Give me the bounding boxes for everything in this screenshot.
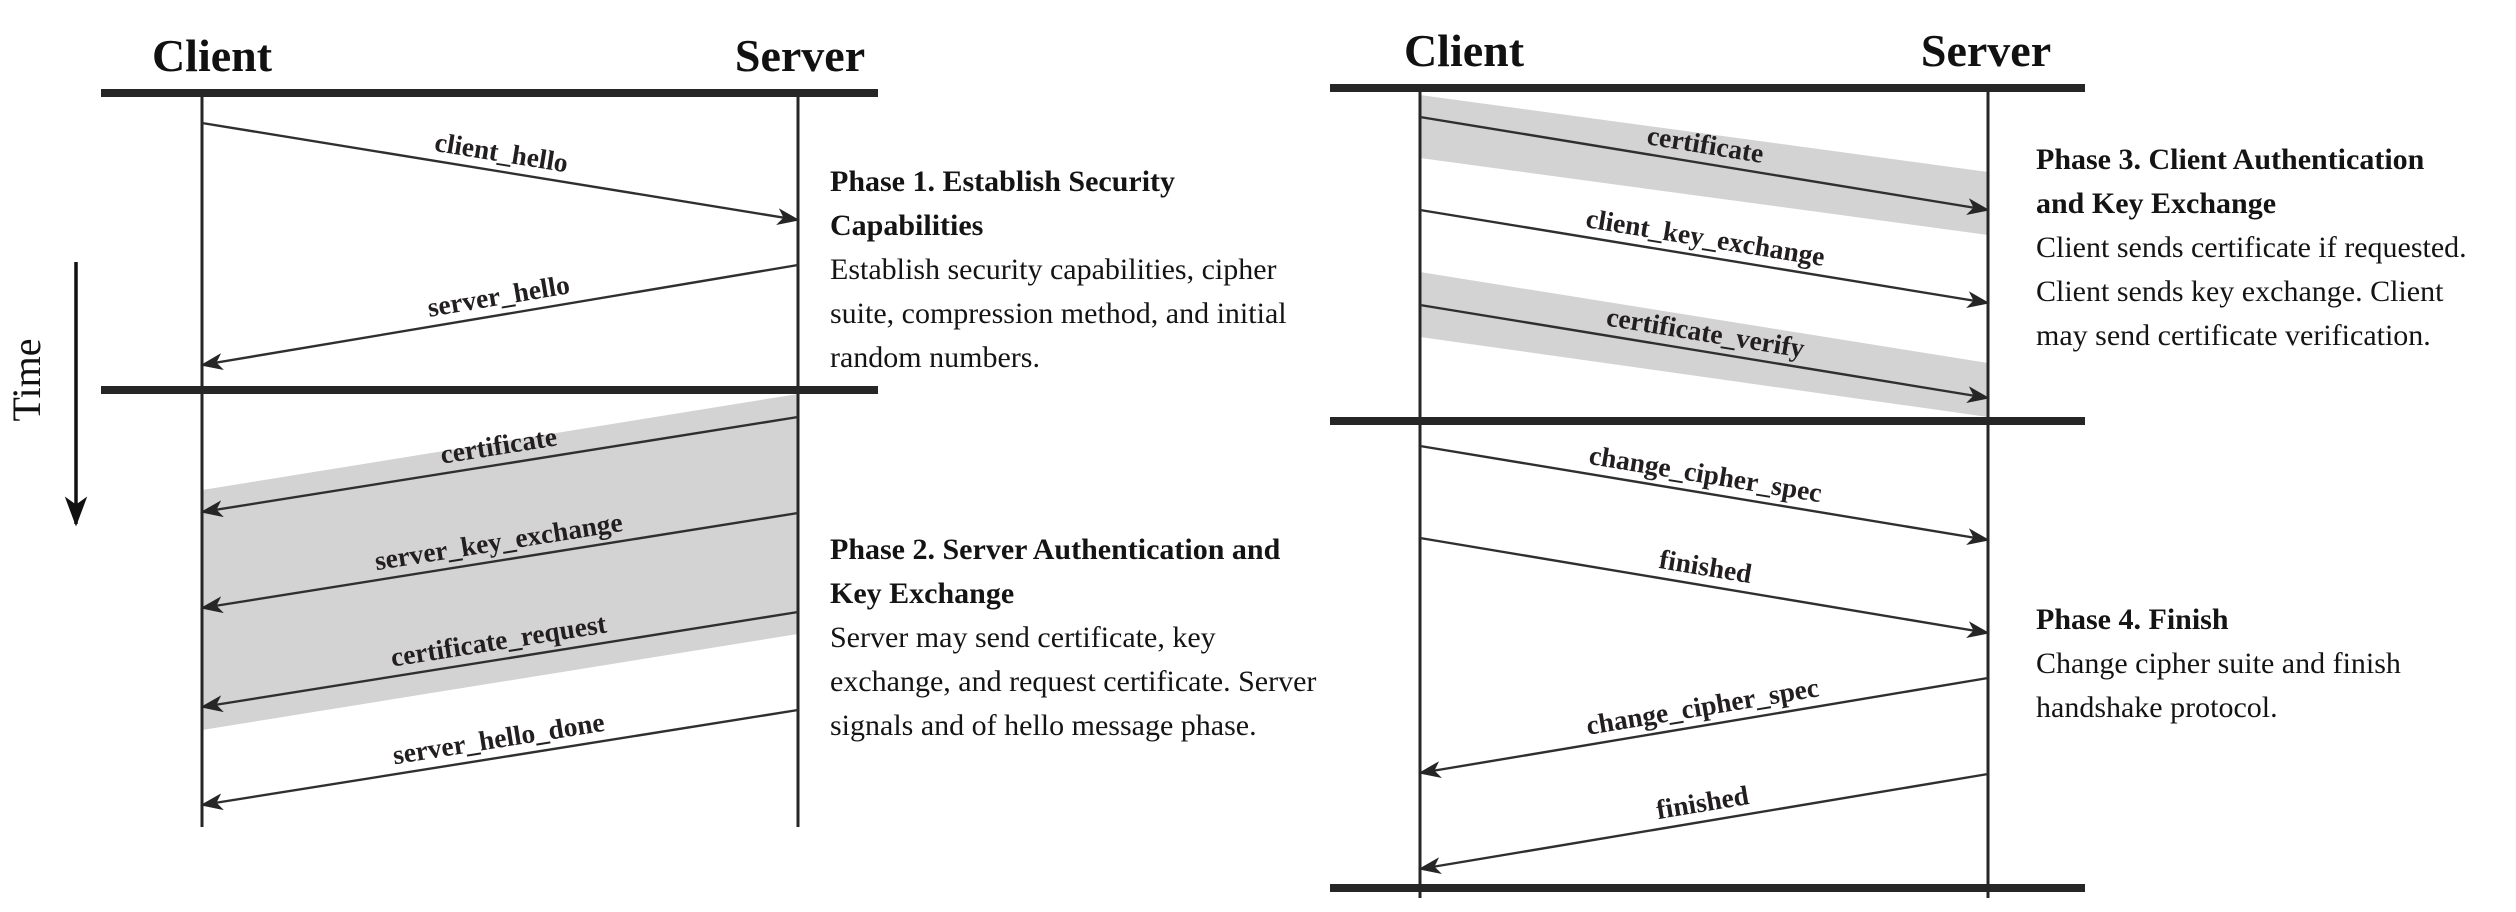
message-arrow-server_key_exchange — [200, 511, 799, 614]
shaded-band-group — [202, 95, 1988, 730]
phase-annotation-body-line: exchange, and request certificate. Serve… — [830, 665, 1317, 698]
right-server-header: Server — [1921, 25, 2051, 76]
message-arrow-client_hello — [201, 121, 800, 226]
phase-annotation-body-line: Server may send certificate, key — [830, 621, 1216, 654]
phase-annotation-title-line: Phase 2. Server Authentication and — [830, 533, 1281, 566]
message-arrow-change_cipher_spec — [1418, 676, 1989, 778]
message-label-finished: finished — [1654, 779, 1751, 825]
message-arrow-certificate — [1419, 115, 1990, 216]
left-phase-divider-bar — [101, 386, 878, 394]
phase-annotation-body-line: random numbers. — [830, 341, 1040, 374]
message-arrow-finished — [1418, 772, 1989, 874]
optional-messages-shading-certificate — [1420, 95, 1988, 235]
phase-annotation-title-line: Capabilities — [830, 209, 984, 242]
phase-3-annotation: Phase 3. Client Authentication and Key Ex… — [2036, 138, 2467, 358]
message-arrow-certificate — [200, 415, 799, 518]
time-axis-label: Time — [4, 338, 49, 421]
message-label-client_key_exchange: client_key_exchange — [1584, 202, 1827, 272]
left-top-bar — [101, 89, 878, 97]
phase-annotation-body-line: Client sends certificate if requested. — [2036, 231, 2467, 264]
message-arrow-server_hello — [200, 263, 799, 370]
message-label-finished: finished — [1657, 543, 1754, 589]
phase-boundary-bars — [101, 84, 2085, 892]
message-label-server_hello_done: server_hello_done — [390, 706, 606, 770]
message-arrow-finished — [1419, 536, 1990, 638]
message-label-client_hello: client_hello — [433, 126, 571, 178]
message-arrow-certificate_verify — [1419, 303, 1990, 404]
optional-messages-shading-certificate-verify — [1420, 272, 1988, 417]
phase-annotation-title-line: Phase 3. Client Authentication — [2036, 143, 2425, 176]
phase-annotation-title-line: Phase 4. Finish — [2036, 603, 2229, 636]
time-axis: Time — [4, 262, 88, 527]
phase-annotation-body-line: Client sends key exchange. Client — [2036, 275, 2444, 308]
phase-annotation-body-line: suite, compression method, and initial — [830, 297, 1287, 330]
message-label-change_cipher_spec: change_cipher_spec — [1584, 671, 1821, 740]
right-top-bar — [1330, 84, 2085, 92]
message-label-change_cipher_spec: change_cipher_spec — [1587, 439, 1824, 508]
phase-annotation-title-line: Key Exchange — [830, 577, 1015, 610]
phase-annotation-body-line: signals and of hello message phase. — [830, 709, 1257, 742]
message-arrow-change_cipher_spec — [1419, 444, 1990, 545]
phase-annotation-body-line: Establish security capabilities, cipher — [830, 253, 1277, 286]
left-server-header: Server — [735, 30, 865, 81]
right-phase-divider-bar — [1330, 417, 2085, 425]
right-client-header: Client — [1404, 25, 1525, 76]
phase-annotation-title-line: and Key Exchange — [2036, 187, 2277, 220]
phase-annotation-title-line: Phase 1. Establish Security — [830, 165, 1176, 198]
message-arrow-certificate_request — [200, 610, 799, 713]
phase-annotation-body-line: may send certificate verification. — [2036, 319, 2431, 352]
message-arrow-server_hello_done — [200, 708, 799, 811]
message-arrow-client_key_exchange — [1419, 208, 1990, 309]
optional-messages-shading-phase2 — [202, 394, 798, 730]
phase-annotation-body-line: Change cipher suite and finish — [2036, 647, 2401, 680]
right-bottom-bar — [1330, 884, 2085, 892]
left-client-header: Client — [152, 30, 273, 81]
phase-annotation-body-line: handshake protocol. — [2036, 691, 2278, 724]
